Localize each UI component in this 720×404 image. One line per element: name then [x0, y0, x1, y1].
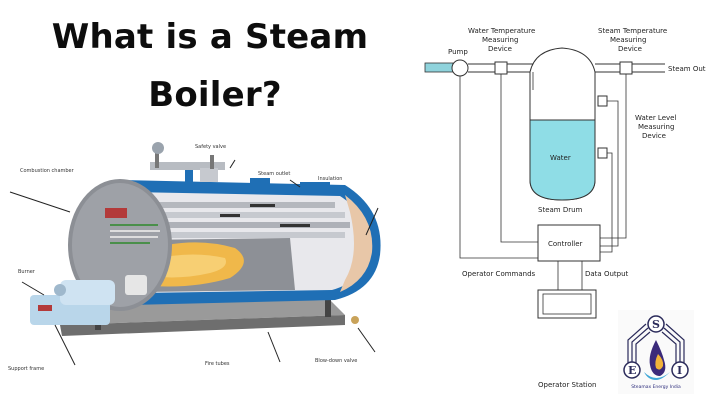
logo-circle-s	[647, 315, 665, 333]
top-fittings	[150, 142, 330, 188]
svg-text:Water Level: Water Level	[635, 114, 676, 122]
svg-text:Data Output: Data Output	[585, 270, 629, 278]
level-sensor-high	[597, 95, 608, 107]
svg-text:Steam Drum: Steam Drum	[538, 206, 583, 214]
boiler-labels: Combustion chamber Safety valve Steam ou…	[8, 144, 379, 372]
svg-text:Operator Commands: Operator Commands	[462, 270, 536, 278]
signal-lines	[459, 72, 627, 259]
page-title-line-2: Boiler?	[148, 75, 282, 115]
svg-text:Steamax Energy India: Steamax Energy India	[631, 384, 681, 390]
svg-text:Fire tubes: Fire tubes	[205, 361, 230, 367]
svg-text:Pump: Pump	[448, 48, 468, 56]
svg-text:E: E	[628, 364, 636, 377]
water-measuring-device	[494, 61, 508, 75]
svg-text:Combustion chamber: Combustion chamber	[20, 168, 75, 174]
svg-text:Safety valve: Safety valve	[195, 144, 226, 150]
svg-text:Steam outlet: Steam outlet	[258, 171, 290, 177]
svg-text:Steam Out: Steam Out	[668, 65, 706, 73]
logo-circle-i	[671, 361, 689, 379]
svg-text:S: S	[652, 318, 660, 331]
svg-text:Device: Device	[488, 45, 512, 53]
steam-measuring-device	[619, 61, 633, 75]
svg-text:Steam Temperature: Steam Temperature	[598, 27, 667, 35]
svg-text:Water Temperature: Water Temperature	[468, 27, 535, 35]
svg-text:Measuring: Measuring	[638, 123, 674, 131]
operator-station-label: Operator Station	[538, 381, 597, 389]
fire-tubes	[145, 202, 350, 238]
svg-text:Insulation: Insulation	[318, 176, 342, 182]
water-level	[529, 119, 596, 201]
boiler-control-schematic: Pump Water Temperature Measuring Device …	[424, 27, 706, 319]
controller-box	[537, 224, 601, 262]
logo-circle-e	[623, 361, 641, 379]
page-title-line-1: What is a Steam	[51, 17, 369, 57]
burner-assembly	[30, 275, 147, 325]
water-inlet-pipe	[424, 62, 454, 73]
svg-text:Measuring: Measuring	[610, 36, 646, 44]
svg-text:I: I	[677, 364, 682, 377]
svg-text:Device: Device	[642, 132, 666, 140]
svg-text:Controller: Controller	[548, 240, 583, 248]
pump-icon	[451, 59, 469, 77]
svg-text:Measuring: Measuring	[482, 36, 518, 44]
svg-text:Support frame: Support frame	[8, 366, 44, 372]
svg-text:Blow-down valve: Blow-down valve	[315, 358, 357, 364]
svg-text:Burner: Burner	[18, 269, 36, 275]
level-sensor-low	[597, 147, 608, 159]
svg-text:Device: Device	[618, 45, 642, 53]
svg-text:Water: Water	[550, 154, 571, 162]
company-logo: S E I Steamax Energy India	[618, 310, 694, 394]
boiler-illustration: Combustion chamber Safety valve Steam ou…	[8, 142, 381, 372]
blowdown-valve-icon	[351, 316, 359, 324]
